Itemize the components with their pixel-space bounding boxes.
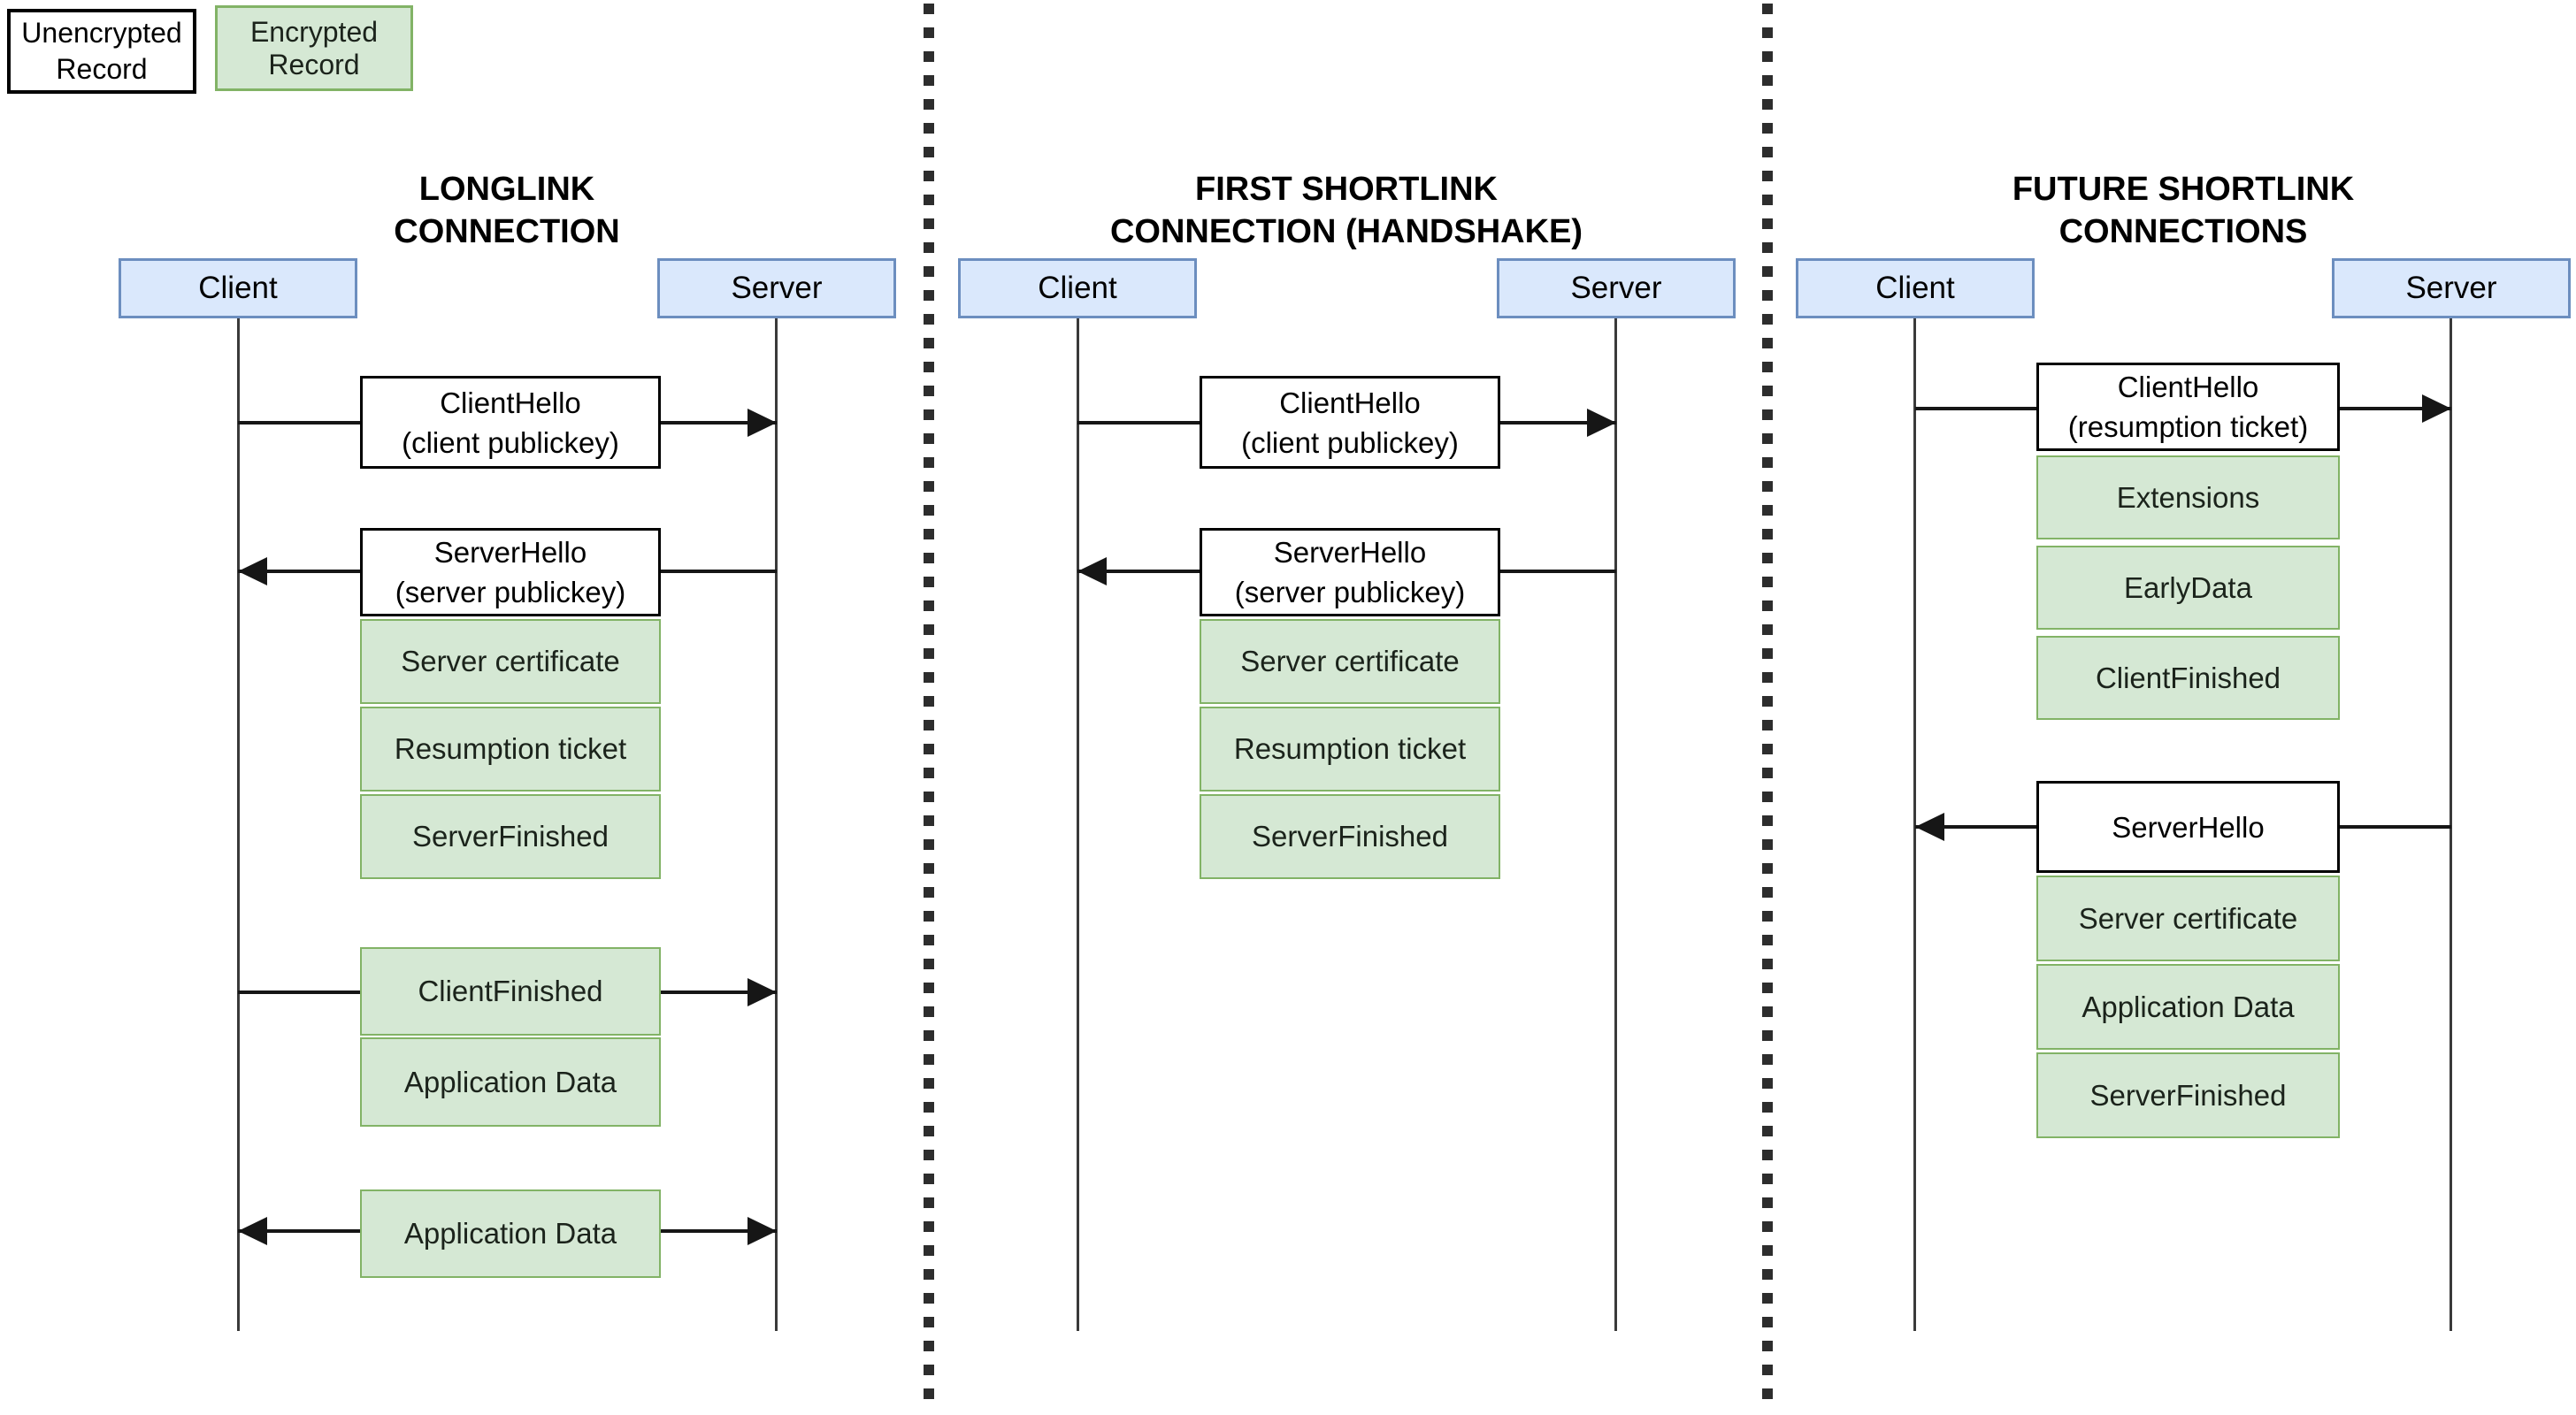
panel2-serverhello-message: ServerHello (server publickey)	[1200, 528, 1500, 616]
panel1-client-actor: Client	[119, 258, 357, 318]
panel3-record-serverfinished: ServerFinished	[2036, 1052, 2340, 1138]
panel2-clienthello-message: ClientHello (client publickey)	[1200, 376, 1500, 469]
panel2-clienthello-arrowhead-icon	[1587, 409, 1616, 437]
panel3-clienthello-line2: (resumption ticket)	[2067, 410, 2309, 443]
panel2-serverhello-line2: (server publickey)	[1234, 576, 1466, 608]
panel-divider-2	[1762, 4, 1773, 1411]
panel3-record-clientfinished: ClientFinished	[2036, 636, 2340, 720]
panel3-clienthello-arrowhead-icon	[2422, 394, 2451, 423]
panel1-record-serverfinished: ServerFinished	[360, 794, 661, 879]
panel1-appdata-arrowhead-right-icon	[748, 1217, 777, 1245]
panel3-title-line1: FUTURE SHORTLINK	[2012, 171, 2355, 208]
legend-encrypted-record: Encrypted Record	[215, 5, 413, 91]
panel3-record-earlydata: EarlyData	[2036, 546, 2340, 630]
panel1-serverhello-arrowhead-icon	[238, 557, 267, 585]
panel2-clienthello-line2: (client publickey)	[1241, 425, 1459, 459]
panel1-client-lifeline	[237, 318, 240, 1331]
panel3-record-application-data: Application Data	[2036, 964, 2340, 1050]
panel2-serverhello-line1: ServerHello	[1273, 536, 1427, 569]
panel2-record-server-certificate: Server certificate	[1200, 619, 1500, 704]
panel1-serverhello-line2: (server publickey)	[395, 576, 626, 608]
panel2-record-resumption-ticket: Resumption ticket	[1200, 707, 1500, 792]
panel1-clienthello-message: ClientHello (client publickey)	[360, 376, 661, 469]
panel1-appdata-message: Application Data	[360, 1189, 661, 1278]
panel3-client-lifeline	[1913, 318, 1916, 1331]
panel2-record-serverfinished: ServerFinished	[1200, 794, 1500, 879]
panel1-clientfinished-message: ClientFinished	[360, 947, 661, 1036]
panel1-title-line2: CONNECTION	[394, 213, 620, 250]
panel2-clienthello-line1: ClientHello	[1279, 386, 1421, 419]
panel1-record-server-certificate: Server certificate	[360, 619, 661, 704]
panel3-record-extensions: Extensions	[2036, 455, 2340, 539]
panel3-title: FUTURE SHORTLINK CONNECTIONS	[1829, 168, 2537, 253]
panel2-title-line2: CONNECTION (HANDSHAKE)	[1109, 213, 1583, 250]
panel1-record-application-data: Application Data	[360, 1037, 661, 1127]
panel1-record-resumption-ticket: Resumption ticket	[360, 707, 661, 792]
panel1-clienthello-line1: ClientHello	[440, 386, 581, 419]
panel2-title: FIRST SHORTLINK CONNECTION (HANDSHAKE)	[948, 168, 1744, 253]
panel1-clientfinished-arrowhead-icon	[748, 978, 777, 1006]
panel3-server-actor: Server	[2332, 258, 2571, 318]
legend-unencrypted-record: Unencrypted Record	[7, 9, 196, 94]
panel2-client-actor: Client	[958, 258, 1197, 318]
panel1-serverhello-line1: ServerHello	[433, 536, 587, 569]
panel1-clienthello-arrowhead-icon	[748, 409, 777, 437]
panel2-serverhello-arrowhead-icon	[1077, 557, 1107, 585]
panel1-title-line1: LONGLINK	[418, 171, 595, 208]
panel-divider-1	[924, 4, 934, 1411]
panel1-server-lifeline	[775, 318, 778, 1331]
panel3-clienthello-line1: ClientHello	[2117, 371, 2259, 403]
panel3-record-server-certificate: Server certificate	[2036, 876, 2340, 961]
panel1-server-actor: Server	[657, 258, 896, 318]
panel1-appdata-arrowhead-left-icon	[238, 1217, 267, 1245]
panel2-client-lifeline	[1077, 318, 1079, 1331]
panel2-title-line1: FIRST SHORTLINK	[1195, 171, 1498, 208]
panel1-clienthello-line2: (client publickey)	[402, 425, 619, 459]
panel3-clienthello-message: ClientHello (resumption ticket)	[2036, 363, 2340, 451]
panel3-client-actor: Client	[1796, 258, 2035, 318]
panel2-server-actor: Server	[1497, 258, 1736, 318]
panel2-server-lifeline	[1614, 318, 1617, 1331]
panel3-serverhello-message: ServerHello	[2036, 781, 2340, 873]
panel1-serverhello-message: ServerHello (server publickey)	[360, 528, 661, 616]
panel3-server-lifeline	[2450, 318, 2452, 1331]
panel1-title: LONGLINK CONNECTION	[153, 168, 861, 253]
panel3-title-line2: CONNECTIONS	[2058, 213, 2308, 250]
panel3-serverhello-arrowhead-icon	[1915, 813, 1944, 841]
